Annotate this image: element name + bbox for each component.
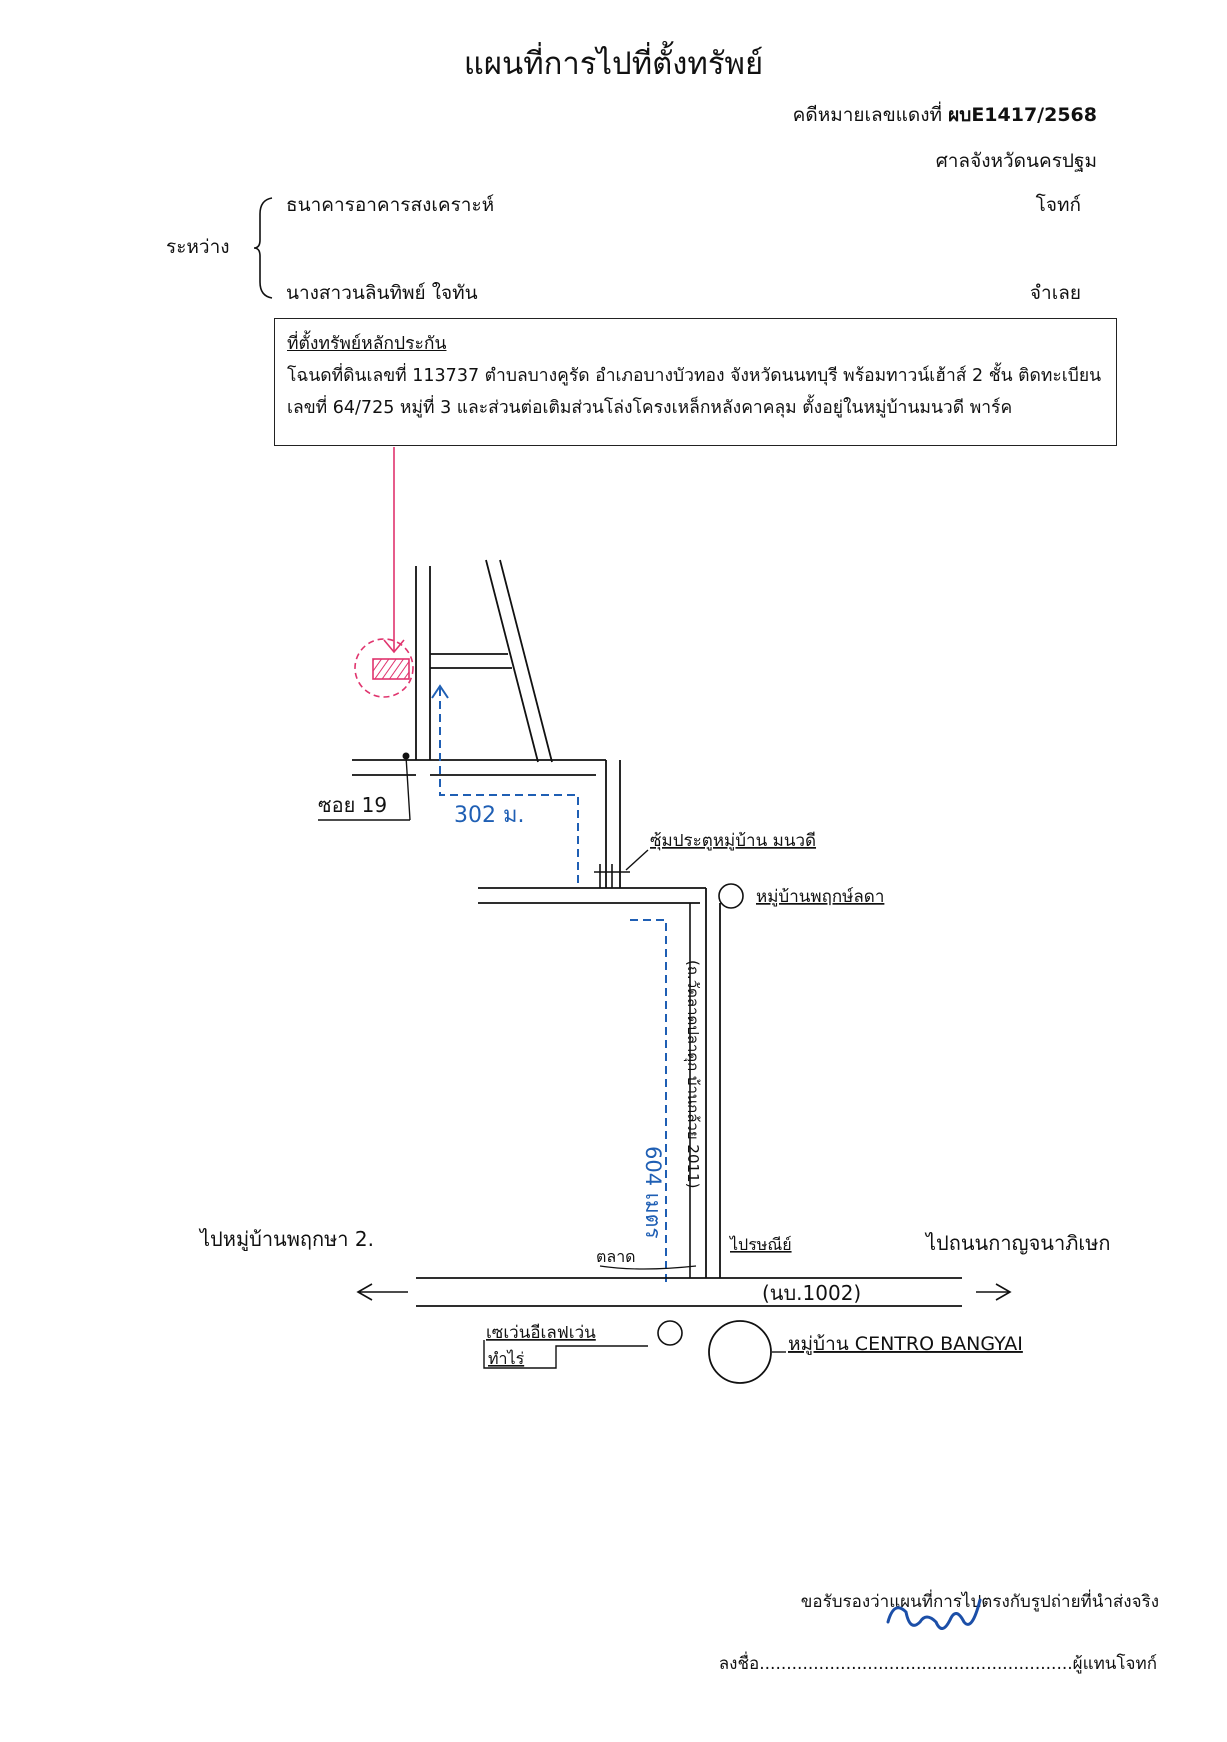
sign-dots: ........................................…	[759, 1654, 1073, 1674]
court-name: ศาลจังหวัดนครปฐม	[935, 150, 1097, 172]
sign-role: ผู้แทนโจทก์	[1072, 1654, 1157, 1674]
sign-label: ลงชื่อ	[718, 1654, 760, 1674]
property-heading: ที่ตั้งทรัพย์หลักประกัน	[287, 334, 447, 354]
case-number-value: ผบE1417/2568	[948, 104, 1097, 126]
centro-bangyai-label: หมู่บ้าน CENTRO BANGYAI	[788, 1333, 1023, 1355]
route-604m	[630, 919, 667, 1282]
route-302m	[439, 688, 579, 888]
case-number: คดีหมายเลขแดงที่ ผบE1417/2568	[793, 100, 1097, 130]
seven-eleven-marker	[657, 1320, 683, 1346]
village-top-marker	[718, 883, 744, 909]
between-label: ระหว่าง	[166, 236, 230, 258]
side-road-label: (ถ.วัดลาดปลาดุก บ้านกล้วย 2011)	[683, 960, 702, 1188]
property-location-box: ที่ตั้งทรัพย์หลักประกัน โฉนดที่ดินเลขที่…	[274, 318, 1117, 446]
village-gate-label: ซุ้มประตูหมู่บ้าน มนวดี	[650, 831, 816, 851]
distance-302m-label: 302 ม.	[454, 803, 524, 828]
case-label: คดีหมายเลขแดงที่	[792, 104, 943, 126]
defendant-role: จำเลย	[1029, 282, 1081, 304]
distance-604m-label: 604 เมตร	[641, 1146, 665, 1239]
centro-bangyai-marker	[708, 1320, 772, 1384]
seven-eleven-sublabel: ทำไร่	[488, 1349, 525, 1368]
right-destination-label: ไปถนนกาญจนาภิเษก	[924, 1231, 1111, 1255]
seven-eleven-label: เซเว่นอีเลฟเว่น	[486, 1323, 596, 1343]
document-title: แผนที่การไปที่ตั้งทรัพย์	[463, 46, 764, 82]
plaintiff-name: ธนาคารอาคารสงเคราะห์	[286, 194, 495, 216]
village-top-label: หมู่บ้านพฤกษ์ลดา	[756, 887, 884, 907]
party-brace	[253, 197, 273, 299]
property-marker-circle	[354, 638, 414, 698]
property-marker	[372, 658, 410, 680]
market-label: ตลาด	[596, 1247, 636, 1266]
post-office-label: ไปรษณีย์	[728, 1235, 792, 1254]
signature-line: ลงชื่อ..................................…	[719, 1650, 1157, 1677]
defendant-name: นางสาวนลินทิพย์ ใจทัน	[286, 282, 478, 304]
plaintiff-role: โจทก์	[1035, 194, 1081, 216]
property-line-2: เลขที่ 64/725 หมู่ที่ 3 และส่วนต่อเติมส่…	[287, 398, 1013, 418]
left-destination-label: ไปหมู่บ้านพฤกษา 2.	[198, 1227, 374, 1252]
soi-19-label: ซอย 19	[318, 793, 387, 817]
main-road-label: (นบ.1002)	[762, 1281, 861, 1305]
property-line-1: โฉนดที่ดินเลขที่ 113737 ตำบลบางคูรัด อำเ…	[287, 366, 1102, 386]
handwritten-signature	[886, 1598, 982, 1630]
